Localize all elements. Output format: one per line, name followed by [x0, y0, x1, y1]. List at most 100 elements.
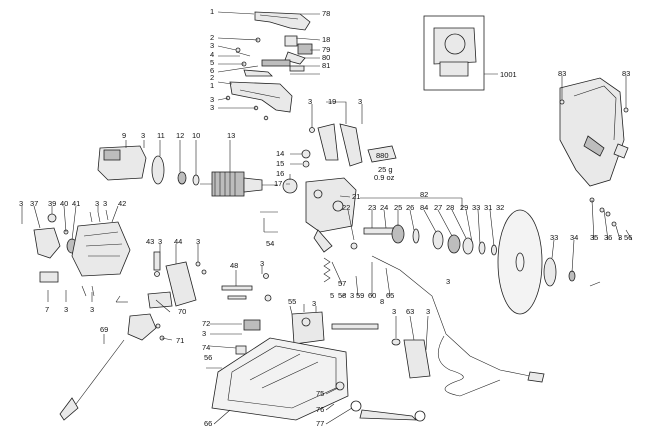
label-19: 19	[328, 97, 336, 106]
label-48: 48	[230, 261, 238, 270]
label-36: 36	[604, 233, 612, 242]
label-26: 26	[406, 203, 414, 212]
label-3r: 3	[426, 307, 430, 316]
label-3j: 3	[158, 237, 162, 246]
label-65: 65	[386, 291, 394, 300]
handle-bottom	[225, 81, 293, 121]
label-14: 14	[276, 149, 284, 158]
cutting-disc	[497, 209, 543, 315]
label-3p: 3	[350, 291, 354, 300]
label-8: 8	[380, 297, 384, 306]
label-33b: 33	[550, 233, 558, 242]
label-16: 16	[276, 169, 284, 178]
detail-inset	[423, 15, 485, 91]
handle-top	[254, 11, 311, 31]
label-29: 29	[460, 203, 468, 212]
label-54: 54	[266, 239, 274, 248]
label-6: 6	[210, 66, 214, 75]
label-33: 33	[472, 203, 480, 212]
label-63: 63	[406, 307, 414, 316]
label-81: 81	[322, 61, 330, 70]
label-72: 72	[202, 319, 210, 328]
label-24: 24	[380, 203, 388, 212]
upper-guard-parts	[309, 123, 363, 167]
label-55: 55	[288, 297, 296, 306]
label-3o: 3	[202, 329, 206, 338]
label-3l: 3	[196, 237, 200, 246]
label-57: 57	[338, 279, 346, 288]
label-27: 27	[434, 203, 442, 212]
label-22: 22	[342, 203, 350, 212]
outer-flange	[543, 257, 557, 287]
label-59: 59	[356, 291, 364, 300]
label-4: 4	[210, 50, 214, 59]
label-9: 9	[122, 131, 126, 140]
pivot-bolts	[221, 273, 272, 302]
label-44: 44	[174, 237, 182, 246]
label-70: 70	[178, 307, 186, 316]
base-blocks	[235, 319, 261, 355]
label-84: 84	[420, 203, 428, 212]
pivot-shaft	[331, 323, 379, 330]
vise-clamp	[59, 313, 165, 421]
label-3t: 3	[618, 233, 622, 242]
label-35: 35	[590, 233, 598, 242]
label-34: 34	[570, 233, 578, 242]
label-56: 56	[204, 353, 212, 362]
label-28: 28	[446, 203, 454, 212]
rear-cover	[33, 213, 131, 283]
label-3h: 3	[95, 199, 99, 208]
label-77: 77	[316, 419, 324, 428]
label-3m: 3	[64, 305, 68, 314]
depth-stop	[147, 251, 207, 309]
return-spring	[323, 257, 331, 283]
spindle-assembly	[350, 224, 497, 256]
power-cord	[371, 255, 545, 397]
label-3e: 3	[358, 97, 362, 106]
label-18: 18	[322, 35, 330, 44]
label-1001: 1001	[500, 70, 517, 79]
part-labels: 1 2 3 4 5 6 2 1 3 3 78 18 79 80 81 3 19 …	[19, 7, 632, 428]
label-3g: 3	[19, 199, 23, 208]
blade-guard	[559, 77, 629, 187]
label-1b: 1	[210, 81, 214, 90]
label-3s: 3	[446, 277, 450, 286]
label-3q: 3	[392, 307, 396, 316]
label-2: 2	[210, 33, 214, 42]
label-58: 58	[338, 291, 346, 300]
pivot-bracket	[291, 311, 325, 345]
label-25g: 25 g	[378, 165, 393, 174]
bearing	[177, 171, 187, 185]
label-74: 74	[202, 343, 210, 352]
label-3b: 3	[210, 95, 214, 104]
label-80: 80	[322, 53, 330, 62]
handle-screws	[235, 37, 273, 77]
label-39: 39	[48, 199, 56, 208]
label-32: 32	[496, 203, 504, 212]
label-56b: 56	[624, 233, 632, 242]
label-5b: 5	[330, 291, 334, 300]
label-15: 15	[276, 159, 284, 168]
label-41: 41	[72, 199, 80, 208]
label-3f: 3	[141, 131, 145, 140]
label-3: 3	[210, 41, 214, 50]
label-5: 5	[210, 58, 214, 67]
label-3i: 3	[103, 199, 107, 208]
label-7: 7	[45, 305, 49, 314]
label-42: 42	[118, 199, 126, 208]
label-76: 76	[316, 405, 324, 414]
label-21: 21	[352, 192, 360, 201]
fan	[282, 178, 298, 194]
label-23: 23	[368, 203, 376, 212]
label-3k: 3	[260, 259, 264, 268]
label-3c: 3	[210, 103, 214, 112]
bearing-ring	[151, 155, 165, 185]
label-10: 10	[192, 131, 200, 140]
label-0.9oz: 0.9 oz	[374, 173, 395, 182]
switch-assembly	[261, 35, 313, 72]
label-83a: 83	[558, 69, 566, 78]
label-25: 25	[394, 203, 402, 212]
label-31: 31	[484, 203, 492, 212]
label-43: 43	[146, 237, 154, 246]
